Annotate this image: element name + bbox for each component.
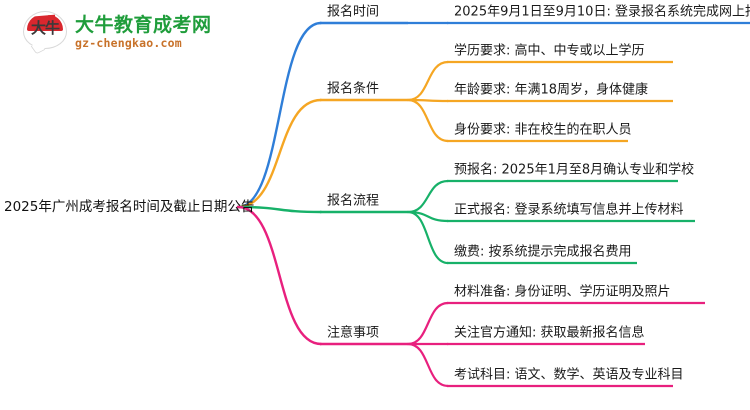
logo-mark-text: 大牛 xyxy=(30,19,60,37)
leaf-curve-4-1 xyxy=(406,301,450,346)
leaf-label-4-2[interactable]: 关注官方通知: 获取最新报名信息 xyxy=(454,325,645,341)
leaf-label-2-3[interactable]: 身份要求: 非在校生的在职人员 xyxy=(454,122,632,138)
leaf-label-3-3[interactable]: 缴费: 按系统提示完成报名费用 xyxy=(454,244,632,260)
leaf-label-3-2[interactable]: 正式报名: 登录系统填写信息并上传材料 xyxy=(454,202,684,218)
branch-label-4[interactable]: 注意事项 xyxy=(327,325,380,341)
site-logo[interactable]: 大牛 大牛教育成考网 gz-chengkao.com xyxy=(22,9,222,55)
leaf-label-2-2[interactable]: 年龄要求: 年满18周岁，身体健康 xyxy=(454,82,649,98)
leaf-curve-3-1 xyxy=(406,179,450,214)
logo-bubble-icon: 大牛 xyxy=(22,10,68,55)
logo-title: 大牛教育成考网 xyxy=(75,13,212,36)
leaf-curve-3-3 xyxy=(406,210,450,265)
leaf-curve-4-3 xyxy=(406,342,450,388)
branch-curve-2 xyxy=(236,98,323,209)
branch-curve-1 xyxy=(236,21,323,209)
leaf-curve-2-1 xyxy=(406,60,450,102)
root-node[interactable]: 2025年广州成考报名时间及截止日期公告 xyxy=(4,199,255,215)
branch-label-2[interactable]: 报名条件 xyxy=(327,81,380,97)
bubble-red-arc xyxy=(27,14,63,31)
branch-label-1[interactable]: 报名时间 xyxy=(327,4,380,20)
leaf-label-4-3[interactable]: 考试科目: 语文、数学、英语及专业科目 xyxy=(454,367,684,383)
branch-curve-4 xyxy=(236,205,323,346)
logo-text-group: 大牛教育成考网 gz-chengkao.com xyxy=(75,13,212,50)
leaf-label-2-1[interactable]: 学历要求: 高中、中专或以上学历 xyxy=(454,43,645,59)
branch-label-3[interactable]: 报名流程 xyxy=(327,193,380,209)
leaf-label-4-1[interactable]: 材料准备: 身份证明、学历证明及照片 xyxy=(454,284,671,300)
leaf-label-1-1[interactable]: 2025年9月1日至9月10日: 登录报名系统完成网上报名 xyxy=(454,4,750,20)
leaf-curve-2-3 xyxy=(406,98,450,143)
leaf-label-3-1[interactable]: 预报名: 2025年1月至8月确认专业和学校 xyxy=(454,162,695,178)
branch-curve-3 xyxy=(236,205,323,214)
logo-url: gz-chengkao.com xyxy=(75,35,182,50)
